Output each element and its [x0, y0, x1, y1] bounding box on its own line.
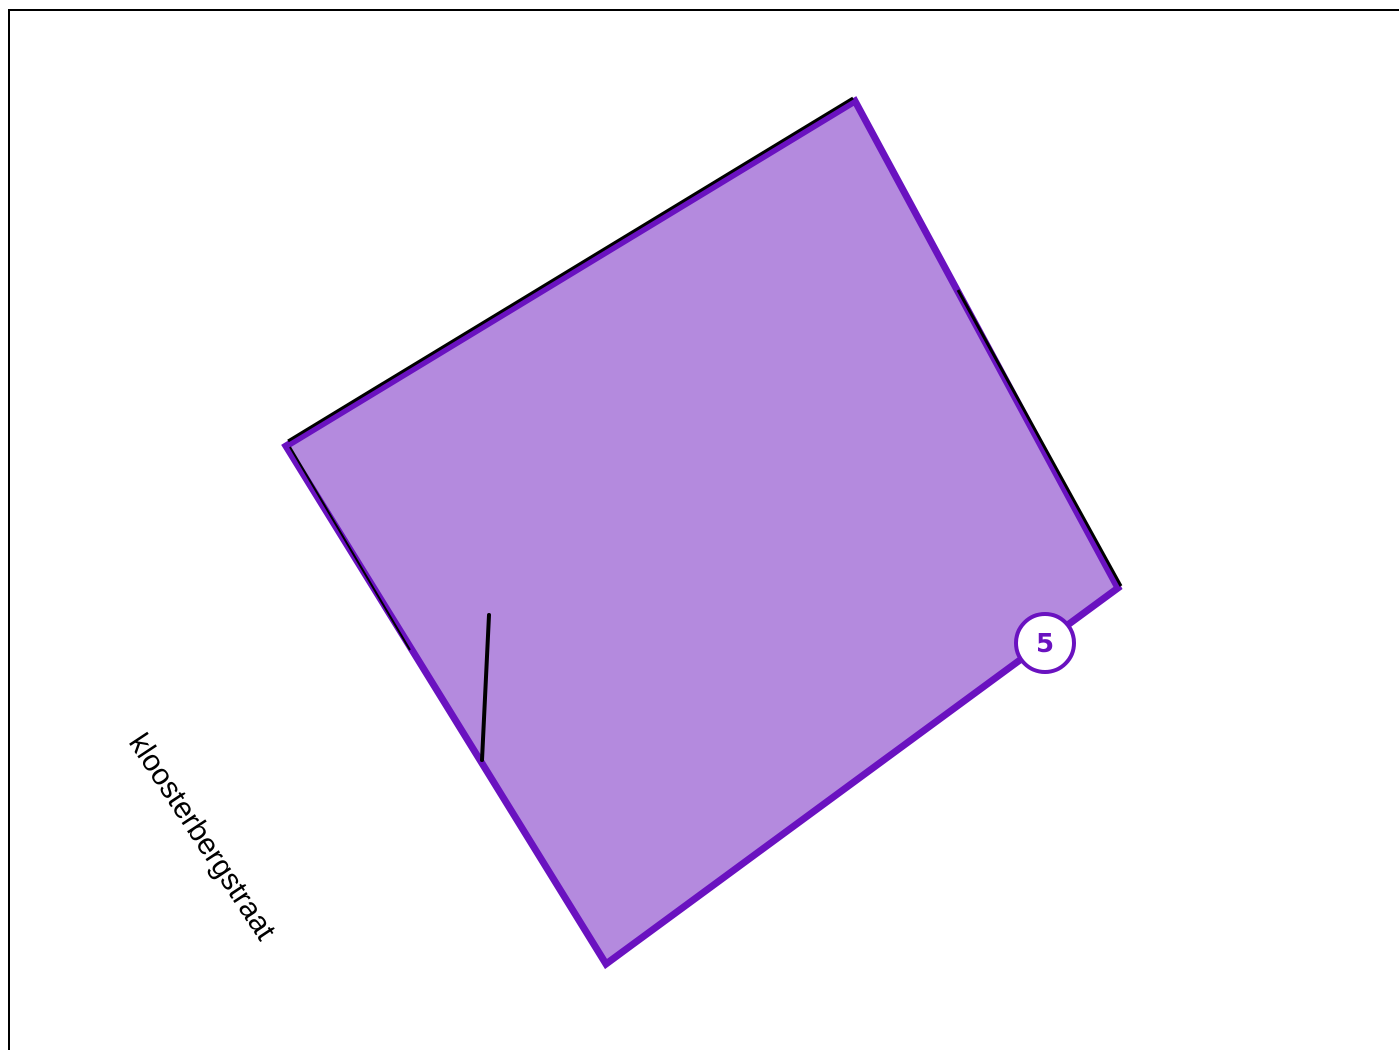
- street-name-label: kloosterbergstraat: [122, 728, 282, 947]
- cadastral-boundary-line: [287, 96, 854, 443]
- cadastral-boundary-line: [289, 446, 411, 651]
- parcel-polygon[interactable]: [281, 96, 1123, 970]
- map-frame-border: [8, 9, 1399, 1050]
- parcel-number-label: 5: [1036, 629, 1054, 659]
- parcel-division-line: [480, 613, 491, 762]
- parcel-badge-circle: [1014, 612, 1076, 674]
- cadastral-boundary-line: [956, 289, 1123, 587]
- parcel-number-badge[interactable]: 5: [1014, 612, 1076, 674]
